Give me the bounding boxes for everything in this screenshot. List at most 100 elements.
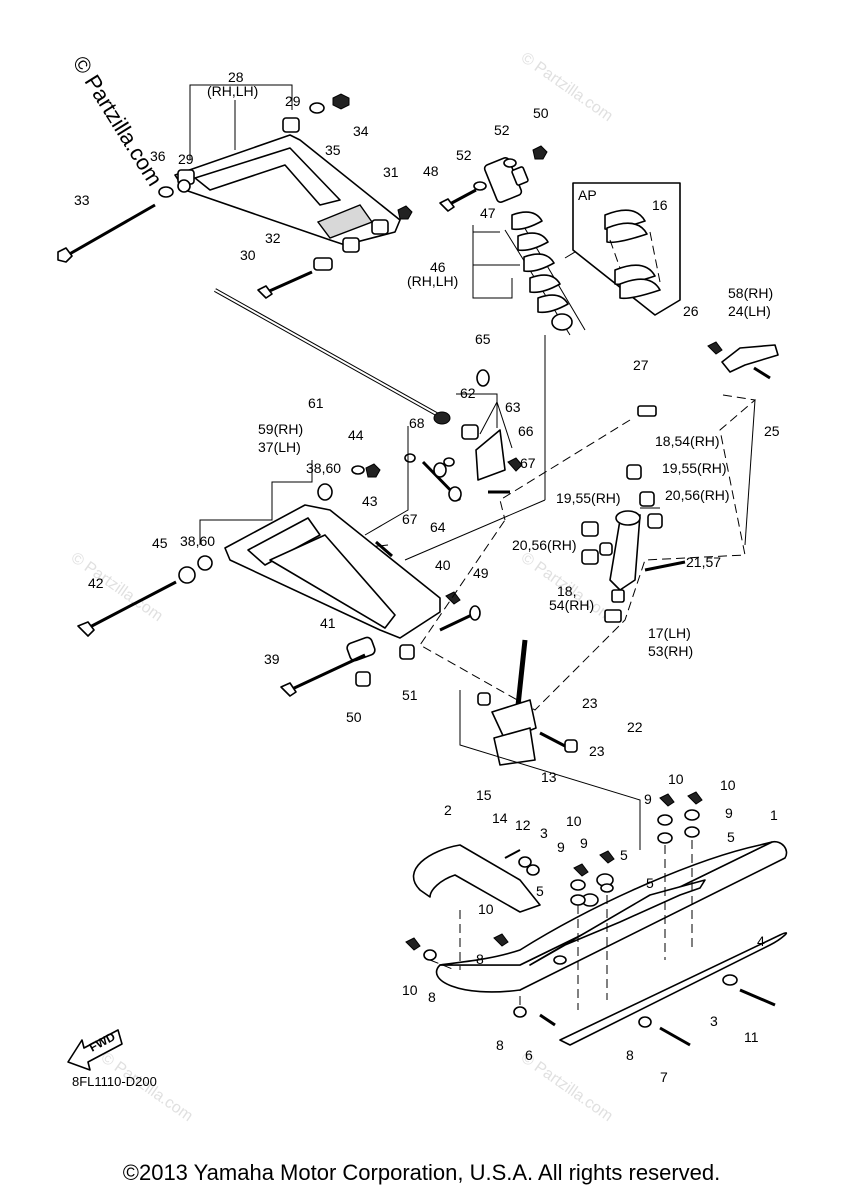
callout-label: 27 (633, 357, 649, 373)
callout-label: 29 (285, 93, 301, 109)
callout-label: 34 (353, 123, 369, 139)
callout-label: 10 (478, 901, 494, 917)
callout-label: 8 (626, 1047, 634, 1063)
callout-label: 24(LH) (728, 303, 771, 319)
callout-label: 9 (644, 791, 652, 807)
callout-label: 39 (264, 651, 280, 667)
callout-label: 35 (325, 142, 341, 158)
callout-label: 46 (430, 259, 446, 275)
callout-label: 18, (557, 583, 576, 599)
callout-labels: 28 (RH,LH) 29 34 35 36 29 33 31 32 30 50… (72, 69, 780, 1089)
callout-label: 13 (541, 769, 557, 785)
callout-label: 48 (423, 163, 439, 179)
callout-label: 9 (557, 839, 565, 855)
callout-label: 30 (240, 247, 256, 263)
callout-label: 2 (444, 802, 452, 818)
callout-label: 14 (492, 810, 508, 826)
callout-label: 6 (525, 1047, 533, 1063)
callout-label: 11 (744, 1029, 759, 1045)
callout-label: 20,56(RH) (512, 537, 577, 553)
ski-assembly (405, 791, 788, 1047)
diagram-code: 8FL1110-D200 (72, 1074, 157, 1089)
callout-label: 40 (435, 557, 451, 573)
callout-label: 37(LH) (258, 439, 301, 455)
callout-label: 19,55(RH) (556, 490, 621, 506)
callout-label: (RH,LH) (407, 273, 458, 289)
callout-label: 28 (228, 69, 244, 85)
callout-label: 12 (515, 817, 531, 833)
callout-label: 64 (430, 519, 446, 535)
callout-label: 54(RH) (549, 597, 594, 613)
callout-label: 41 (320, 615, 336, 631)
callout-label: 66 (518, 423, 534, 439)
callout-label: 49 (473, 565, 489, 581)
callout-label: 25 (764, 423, 780, 439)
callout-label: 42 (88, 575, 104, 591)
callout-label: 52 (494, 122, 510, 138)
callout-label: 44 (348, 427, 364, 443)
ap-label: AP (578, 187, 597, 203)
callout-label: 5 (646, 875, 654, 891)
callout-label: 17(LH) (648, 625, 691, 641)
callout-label: 38,60 (180, 533, 215, 549)
callout-label: 38,60 (306, 460, 341, 476)
callout-label: 68 (409, 415, 425, 431)
callout-label: 61 (308, 395, 324, 411)
spindle-assembly (419, 394, 757, 850)
callout-label: 62 (460, 385, 476, 401)
callout-label: 5 (727, 829, 735, 845)
callout-label: 16 (652, 197, 668, 213)
callout-label: 59(RH) (258, 421, 303, 437)
copyright-footer: ©2013 Yamaha Motor Corporation, U.S.A. A… (122, 1160, 721, 1185)
callout-label: 9 (725, 805, 733, 821)
tie-rod-assembly (214, 288, 546, 561)
callout-label: 32 (265, 230, 281, 246)
callout-label: 45 (152, 535, 168, 551)
callout-label: 8 (428, 989, 436, 1005)
callout-label: 4 (757, 933, 765, 949)
callout-label: 51 (402, 687, 418, 703)
callout-label: 8 (496, 1037, 504, 1053)
callout-label: 18,54(RH) (655, 433, 720, 449)
callout-label: 23 (589, 743, 605, 759)
callout-label: 20,56(RH) (665, 487, 730, 503)
callout-label: 22 (627, 719, 643, 735)
callout-label: 19,55(RH) (662, 460, 727, 476)
callout-label: 26 (683, 303, 699, 319)
callout-label: 10 (720, 777, 736, 793)
shock-absorber-assembly (439, 145, 681, 336)
callout-label: 1 (770, 807, 778, 823)
callout-label: 21,57 (686, 554, 721, 570)
callout-label: 3 (710, 1013, 718, 1029)
callout-label: 47 (480, 205, 496, 221)
callout-label: 7 (660, 1069, 668, 1085)
callout-label: 29 (178, 151, 194, 167)
callout-label: 5 (620, 847, 628, 863)
callout-label: 65 (475, 331, 491, 347)
callout-label: 58(RH) (728, 285, 773, 301)
callout-label: 50 (533, 105, 549, 121)
callout-label: 15 (476, 787, 492, 803)
steering-arm (707, 341, 779, 380)
callout-label: 36 (150, 148, 166, 164)
callout-label: 10 (566, 813, 582, 829)
callout-label: 10 (402, 982, 418, 998)
callout-label: 8 (476, 951, 484, 967)
upper-arm-assembly (57, 84, 413, 299)
callout-label: 10 (668, 771, 684, 787)
callout-label: 52 (456, 147, 472, 163)
callout-label: 9 (580, 835, 588, 851)
callout-label: 33 (74, 192, 90, 208)
callout-label: 50 (346, 709, 362, 725)
callout-label: 3 (540, 825, 548, 841)
lower-arm-assembly (77, 460, 481, 697)
callout-label: (RH,LH) (207, 83, 258, 99)
brand-watermark: © Partzilla.com (68, 51, 168, 190)
callout-label: 43 (362, 493, 378, 509)
callout-label: 23 (582, 695, 598, 711)
callout-label: 67 (402, 511, 418, 527)
callout-label: 5 (536, 883, 544, 899)
callout-label: 53(RH) (648, 643, 693, 659)
callout-label: 67 (520, 455, 536, 471)
